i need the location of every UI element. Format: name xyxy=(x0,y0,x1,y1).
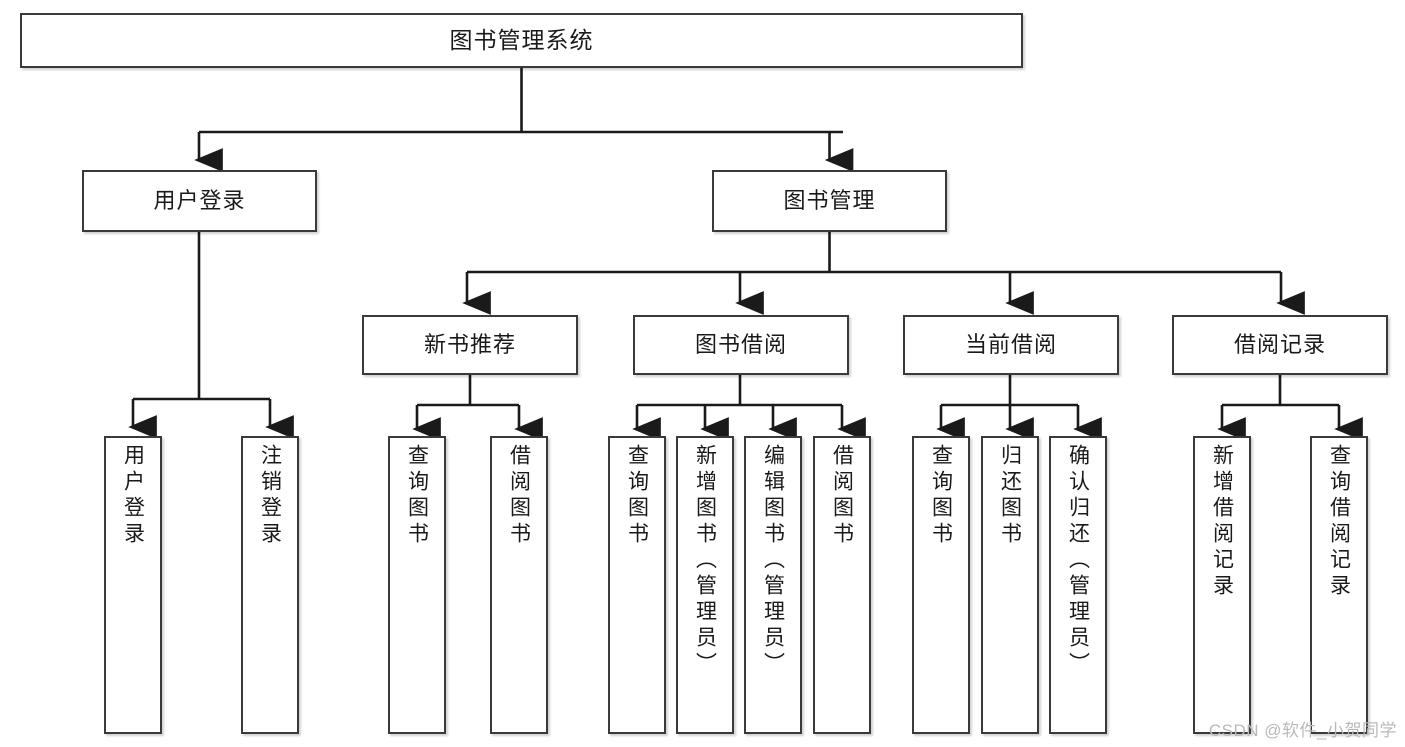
leaf-node-borrow-book-recommend[interactable]: 借阅图书 xyxy=(490,436,548,734)
leaf-node-query-book-borrow[interactable]: 查询图书 xyxy=(608,436,666,734)
leaf-node-return-book[interactable]: 归还图书 xyxy=(981,436,1039,734)
node-current-borrow[interactable]: 当前借阅 xyxy=(903,315,1119,375)
node-book-borrow[interactable]: 图书借阅 xyxy=(633,315,849,375)
leaf-node-query-book-current[interactable]: 查询图书 xyxy=(912,436,970,734)
leaf-node-add-borrow-record[interactable]: 新增借阅记录 xyxy=(1193,436,1251,734)
leaf-label: 注销登录 xyxy=(258,444,282,548)
leaf-label: 查询图书 xyxy=(929,444,953,548)
node-book-management[interactable]: 图书管理 xyxy=(712,170,947,232)
node-label: 图书管理 xyxy=(783,188,876,214)
leaf-label: 查询图书 xyxy=(405,444,429,548)
leaf-label: 查询借阅记录 xyxy=(1327,444,1351,600)
node-label: 图书借阅 xyxy=(694,332,787,358)
leaf-node-query-book-recommend[interactable]: 查询图书 xyxy=(388,436,446,734)
leaf-node-confirm-return-admin[interactable]: 确认归还（管理员） xyxy=(1049,436,1107,734)
leaf-node-logout-login[interactable]: 注销登录 xyxy=(241,436,299,734)
node-root-book-management-system[interactable]: 图书管理系统 xyxy=(20,13,1023,68)
leaf-label: 编辑图书（管理员） xyxy=(761,444,785,678)
leaf-label: 归还图书 xyxy=(998,444,1022,548)
leaf-node-query-borrow-record[interactable]: 查询借阅记录 xyxy=(1310,436,1368,734)
leaf-node-borrow-book[interactable]: 借阅图书 xyxy=(813,436,871,734)
node-new-book-recommend[interactable]: 新书推荐 xyxy=(362,315,578,375)
node-label: 图书管理系统 xyxy=(449,27,594,54)
leaf-label: 确认归还（管理员） xyxy=(1066,444,1090,678)
leaf-label: 新增借阅记录 xyxy=(1210,444,1234,600)
leaf-label: 用户登录 xyxy=(121,444,145,548)
node-borrow-record[interactable]: 借阅记录 xyxy=(1172,315,1388,375)
leaf-label: 查询图书 xyxy=(625,444,649,548)
node-label: 当前借阅 xyxy=(964,332,1057,358)
leaf-label: 借阅图书 xyxy=(507,444,531,548)
node-label: 新书推荐 xyxy=(423,332,516,358)
node-label: 用户登录 xyxy=(153,188,246,214)
leaf-label: 新增图书（管理员） xyxy=(693,444,717,678)
node-user-login[interactable]: 用户登录 xyxy=(82,170,317,232)
leaf-node-edit-book-admin[interactable]: 编辑图书（管理员） xyxy=(744,436,802,734)
leaf-node-add-book-admin[interactable]: 新增图书（管理员） xyxy=(676,436,734,734)
leaf-label: 借阅图书 xyxy=(830,444,854,548)
watermark-text: CSDN @软件_小贺同学 xyxy=(1208,721,1397,740)
leaf-node-user-login[interactable]: 用户登录 xyxy=(104,436,162,734)
node-label: 借阅记录 xyxy=(1233,332,1326,358)
